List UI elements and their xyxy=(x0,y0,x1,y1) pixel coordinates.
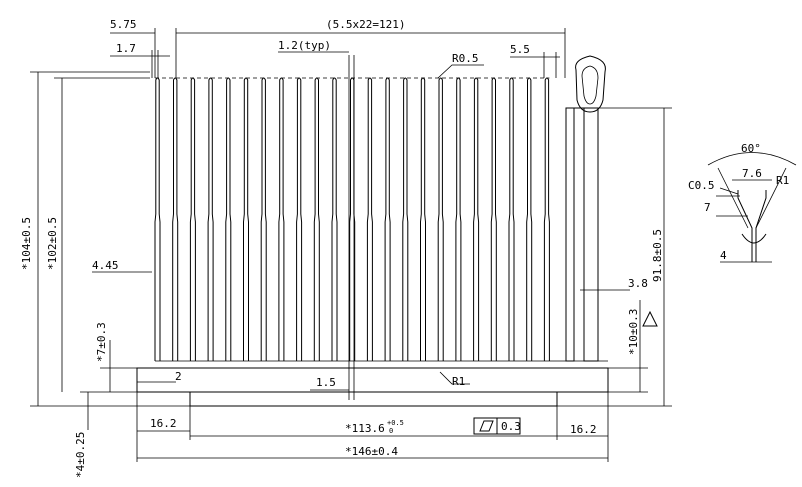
dim-base-height: *7±0.3 xyxy=(95,322,108,362)
dim-overall-pitch: (5.5x22=121) xyxy=(326,18,405,31)
fin xyxy=(473,77,480,361)
dim-tip-radius: R0.5 xyxy=(452,52,479,65)
clip-fin xyxy=(565,55,606,362)
fin xyxy=(207,77,214,361)
dim-bottom-thickness: *4±0.25 xyxy=(74,432,87,478)
dim-left-gap: 1.7 xyxy=(116,42,136,55)
fin xyxy=(313,77,320,361)
flatness-callout xyxy=(473,417,521,435)
fin xyxy=(331,77,338,361)
base-plate xyxy=(136,360,609,407)
dim-pitch: 5.5 xyxy=(510,43,530,56)
detail-angle: 60° xyxy=(741,142,761,155)
dim-mid-tol-lower: 0 xyxy=(389,427,393,435)
dim-right-base-height: *10±0.3 xyxy=(627,309,640,355)
fin xyxy=(455,77,462,361)
dim-overall-width: *146±0.4 xyxy=(345,445,398,458)
dim-right-fin-height: 91.8±0.5 xyxy=(651,229,664,282)
dim-left-height-inner: *102±0.5 xyxy=(46,217,59,270)
dim-center-gap: 1.5 xyxy=(316,376,336,389)
fin xyxy=(508,77,515,361)
fin xyxy=(172,77,179,361)
dim-left-height-outer: *104±0.5 xyxy=(20,217,33,270)
detail-width-top: 7.6 xyxy=(742,167,762,180)
fin xyxy=(225,77,232,361)
dim-base-step: 2 xyxy=(175,370,182,383)
dim-root-radius: R1 xyxy=(452,375,465,388)
fin xyxy=(260,77,267,361)
dim-fin-thickness: 1.2(typ) xyxy=(278,39,331,52)
fin xyxy=(278,77,285,361)
fin xyxy=(420,77,426,361)
fin xyxy=(154,77,161,361)
fin xyxy=(437,77,444,361)
fin-array xyxy=(154,77,550,361)
dim-right-offset: 3.8 xyxy=(628,277,648,290)
flatness-parallelogram-icon xyxy=(479,420,494,432)
fin xyxy=(384,77,391,361)
fin xyxy=(189,77,196,361)
dimension-labels: 5.75 (5.5x22=121) 1.7 1.2(typ) R0.5 5.5 … xyxy=(20,18,789,478)
triangle-note-icon xyxy=(642,310,658,327)
dim-top-width: 5.75 xyxy=(110,18,137,31)
dim-right-flange: 16.2 xyxy=(570,423,597,436)
dim-left-flange: 16.2 xyxy=(150,417,177,430)
dim-left-offset: 4.45 xyxy=(92,259,119,272)
fin xyxy=(243,77,249,361)
fin xyxy=(402,77,409,361)
detail-chamfer: C0.5 xyxy=(688,179,715,192)
center-lines xyxy=(348,55,355,400)
fin xyxy=(543,77,550,361)
detail-depth: 7 xyxy=(704,201,711,214)
dim-mid-span: *113.6 xyxy=(345,422,385,435)
fin xyxy=(366,77,373,361)
fin xyxy=(526,77,533,361)
detail-radius: R1 xyxy=(776,174,789,187)
dimension-lines xyxy=(30,28,672,462)
detail-width-bottom: 4 xyxy=(720,249,727,262)
dim-mid-tol-upper: +0.5 xyxy=(387,419,404,427)
fin xyxy=(490,77,497,361)
fin-root-detail xyxy=(707,152,797,263)
fin xyxy=(296,77,303,361)
flatness-value: 0.3 xyxy=(501,420,521,433)
